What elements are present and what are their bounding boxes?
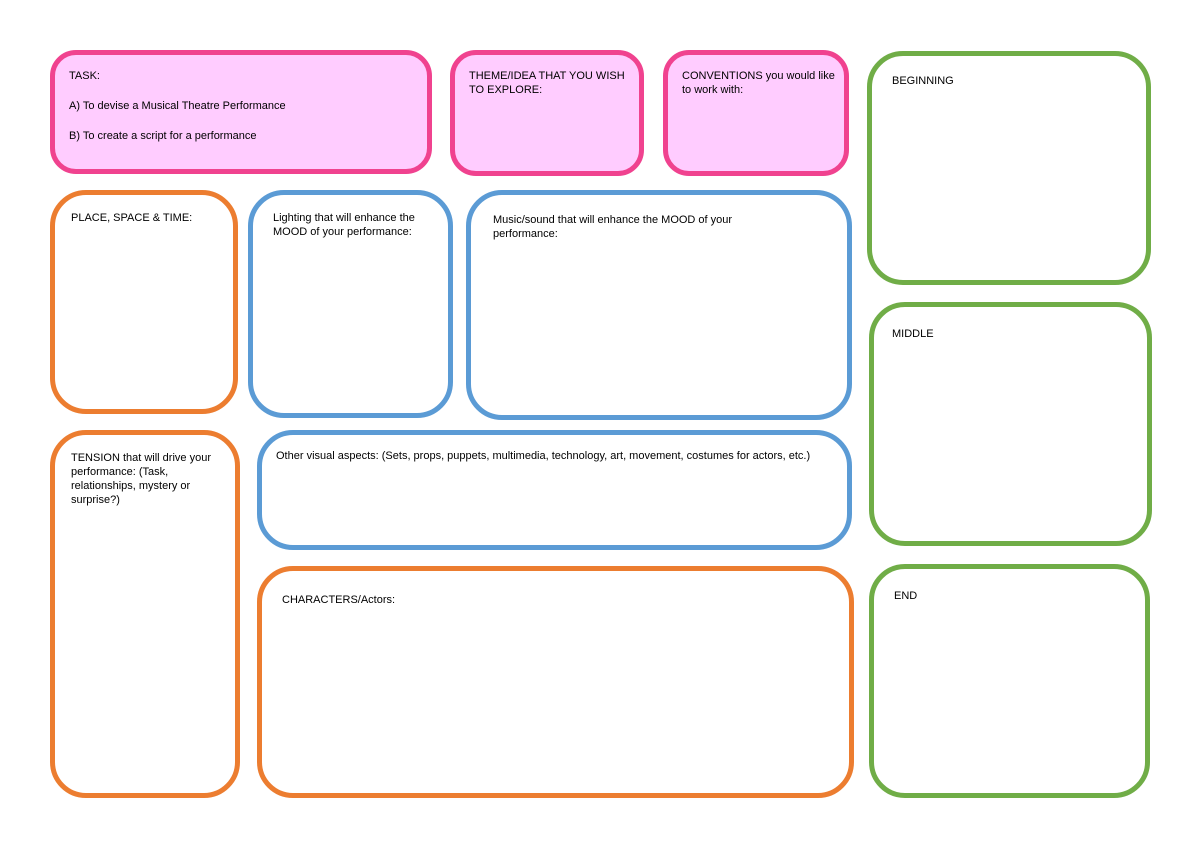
theme-label: THEME/IDEA THAT YOU WISH TO EXPLORE: <box>469 70 625 96</box>
middle-label: MIDDLE <box>892 328 934 340</box>
task-line-b: B) To create a script for a performance <box>69 130 257 142</box>
end-box[interactable]: END <box>869 564 1150 798</box>
conventions-box[interactable]: CONVENTIONS you would like to work with: <box>663 50 849 176</box>
lighting-box[interactable]: Lighting that will enhance the MOOD of y… <box>248 190 453 418</box>
music-label: Music/sound that will enhance the MOOD o… <box>493 214 733 240</box>
tension-box[interactable]: TENSION that will drive your performance… <box>50 430 240 798</box>
lighting-label: Lighting that will enhance the MOOD of y… <box>273 212 415 238</box>
task-box[interactable]: TASK: A) To devise a Musical Theatre Per… <box>50 50 432 174</box>
place-space-time-box[interactable]: PLACE, SPACE & TIME: <box>50 190 238 414</box>
conventions-label: CONVENTIONS you would like to work with: <box>682 70 835 96</box>
characters-box[interactable]: CHARACTERS/Actors: <box>257 566 854 798</box>
place-label: PLACE, SPACE & TIME: <box>71 212 193 224</box>
middle-box[interactable]: MIDDLE <box>869 302 1152 546</box>
characters-label: CHARACTERS/Actors: <box>282 594 396 606</box>
theme-box[interactable]: THEME/IDEA THAT YOU WISH TO EXPLORE: <box>450 50 644 176</box>
beginning-label: BEGINNING <box>892 75 954 87</box>
music-box[interactable]: Music/sound that will enhance the MOOD o… <box>466 190 852 420</box>
task-heading: TASK: <box>69 70 100 82</box>
other-visual-aspects-box[interactable]: Other visual aspects: (Sets, props, pupp… <box>257 430 852 550</box>
end-label: END <box>894 590 918 602</box>
beginning-box[interactable]: BEGINNING <box>867 51 1151 285</box>
task-line-a: A) To devise a Musical Theatre Performan… <box>69 100 286 112</box>
visual-label: Other visual aspects: (Sets, props, pupp… <box>276 450 811 462</box>
tension-label: TENSION that will drive your performance… <box>71 452 211 506</box>
